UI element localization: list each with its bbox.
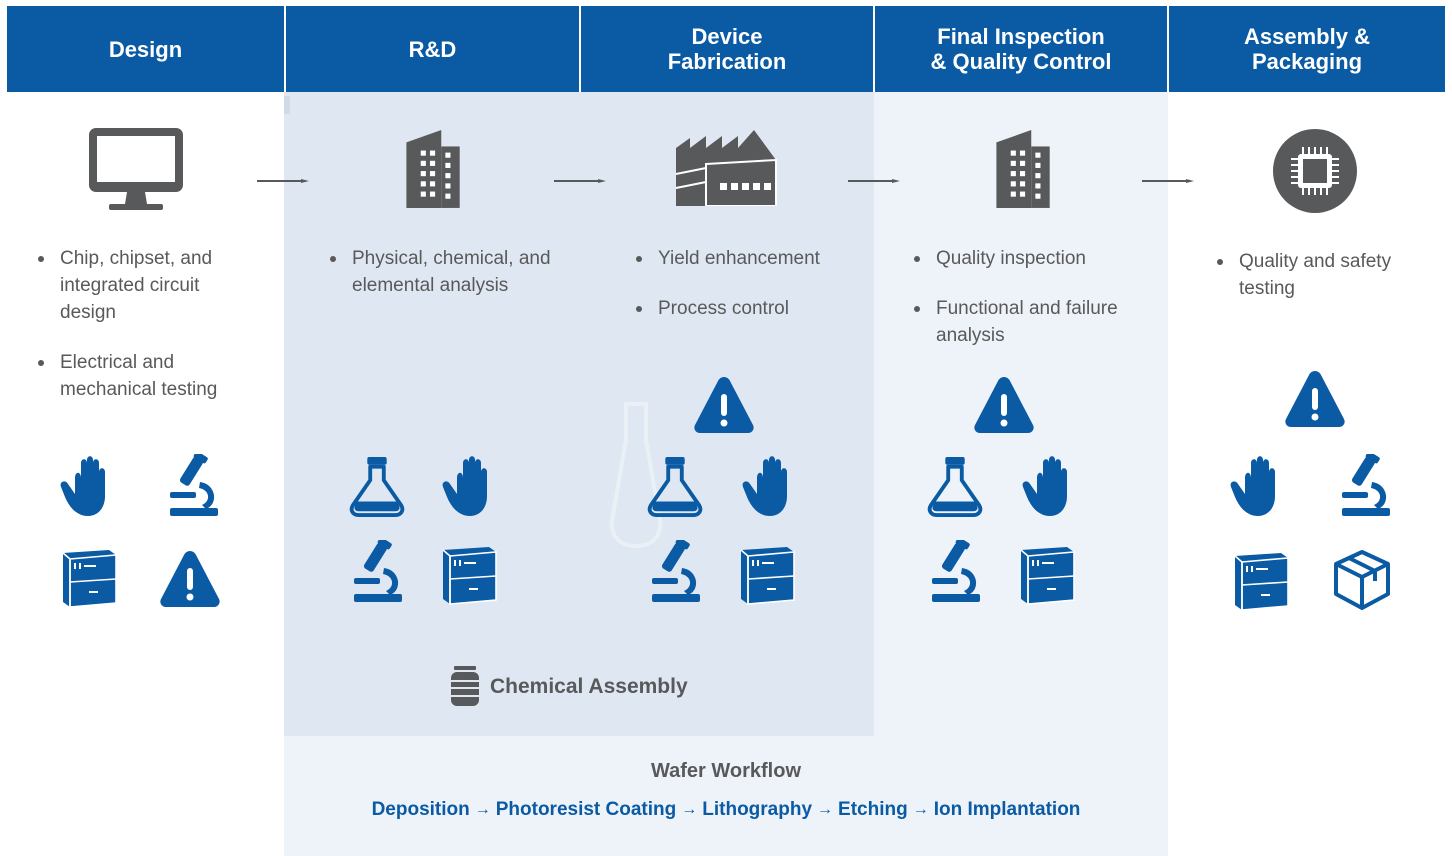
instrument-cabinet-icon	[1228, 548, 1292, 612]
glove-icon	[1228, 454, 1292, 518]
list-item: Process control	[632, 295, 862, 322]
list-item: Functional and failure analysis	[910, 295, 1140, 349]
header-design: Design	[7, 6, 284, 92]
header-device-fabrication: Device Fabrication	[581, 6, 873, 92]
flow-arrow-icon	[848, 179, 900, 183]
instrument-cabinet-icon	[56, 545, 120, 609]
fabrication-bullet-list: Yield enhancement Process control	[632, 245, 862, 345]
building-icon	[396, 128, 466, 210]
instrument-cabinet-icon	[1014, 542, 1078, 606]
glove-icon	[740, 454, 804, 518]
warning-icon	[690, 372, 758, 436]
monitor-icon	[89, 128, 183, 210]
header-final-inspection: Final Inspection & Quality Control	[875, 6, 1167, 92]
rnd-bullet-list: Physical, chemical, and elemental analys…	[326, 245, 556, 322]
wafer-workflow-steps: Deposition → Photoresist Coating → Litho…	[284, 799, 1168, 821]
wafer-workflow-title: Wafer Workflow	[650, 760, 801, 782]
warning-icon	[970, 372, 1038, 436]
glove-icon	[1020, 454, 1084, 518]
assembly-bullet-list: Quality and safety testing	[1213, 248, 1413, 325]
warning-icon	[156, 546, 224, 610]
list-item: Quality inspection	[910, 245, 1140, 272]
flask-icon	[346, 454, 408, 518]
design-bullet-list: Chip, chipset, and integrated circuit de…	[34, 245, 254, 426]
inspection-bullet-list: Quality inspection Functional and failur…	[910, 245, 1140, 372]
wafer-step: Lithography	[702, 799, 813, 820]
list-item: Chip, chipset, and integrated circuit de…	[34, 245, 254, 326]
microscope-icon	[162, 454, 226, 518]
panel-edge-strip	[284, 96, 290, 114]
chip-icon	[1273, 129, 1357, 213]
instrument-cabinet-icon	[734, 542, 798, 606]
wafer-step: Ion Implantation	[933, 799, 1081, 820]
flask-icon	[644, 454, 706, 518]
warning-icon	[1281, 366, 1349, 430]
list-item: Physical, chemical, and elemental analys…	[326, 245, 556, 299]
flow-arrow-icon	[1142, 179, 1194, 183]
wafer-step: Etching	[838, 799, 908, 820]
microscope-icon	[346, 540, 410, 604]
chemical-assembly-panel	[284, 92, 874, 736]
building-icon	[986, 128, 1056, 210]
list-item: Yield enhancement	[632, 245, 862, 272]
arrow-right-icon: →	[681, 801, 698, 818]
glove-icon	[58, 454, 122, 518]
instrument-cabinet-icon	[436, 542, 500, 606]
flow-arrow-icon	[257, 179, 309, 183]
microscope-icon	[644, 540, 708, 604]
glove-icon	[440, 454, 504, 518]
faint-flask-watermark-icon	[609, 402, 663, 549]
arrow-right-icon: →	[817, 801, 834, 818]
wafer-step: Photoresist Coating	[495, 799, 677, 820]
list-item: Electrical and mechanical testing	[34, 349, 254, 403]
chemical-drum-icon	[451, 666, 479, 706]
factory-icon	[675, 130, 777, 206]
package-box-icon	[1330, 548, 1394, 612]
chemical-assembly-label: Chemical Assembly	[490, 675, 688, 698]
flow-arrow-icon	[554, 179, 606, 183]
microscope-icon	[1334, 454, 1398, 518]
chemical-assembly-label-group: Chemical Assembly	[448, 666, 688, 708]
header-rnd: R&D	[286, 6, 579, 92]
arrow-right-icon: →	[912, 801, 929, 818]
arrow-right-icon: →	[474, 801, 491, 818]
microscope-icon	[924, 540, 988, 604]
wafer-step: Deposition	[371, 799, 470, 820]
header-assembly-packaging: Assembly & Packaging	[1169, 6, 1445, 92]
list-item: Quality and safety testing	[1213, 248, 1413, 302]
flask-icon	[924, 454, 986, 518]
